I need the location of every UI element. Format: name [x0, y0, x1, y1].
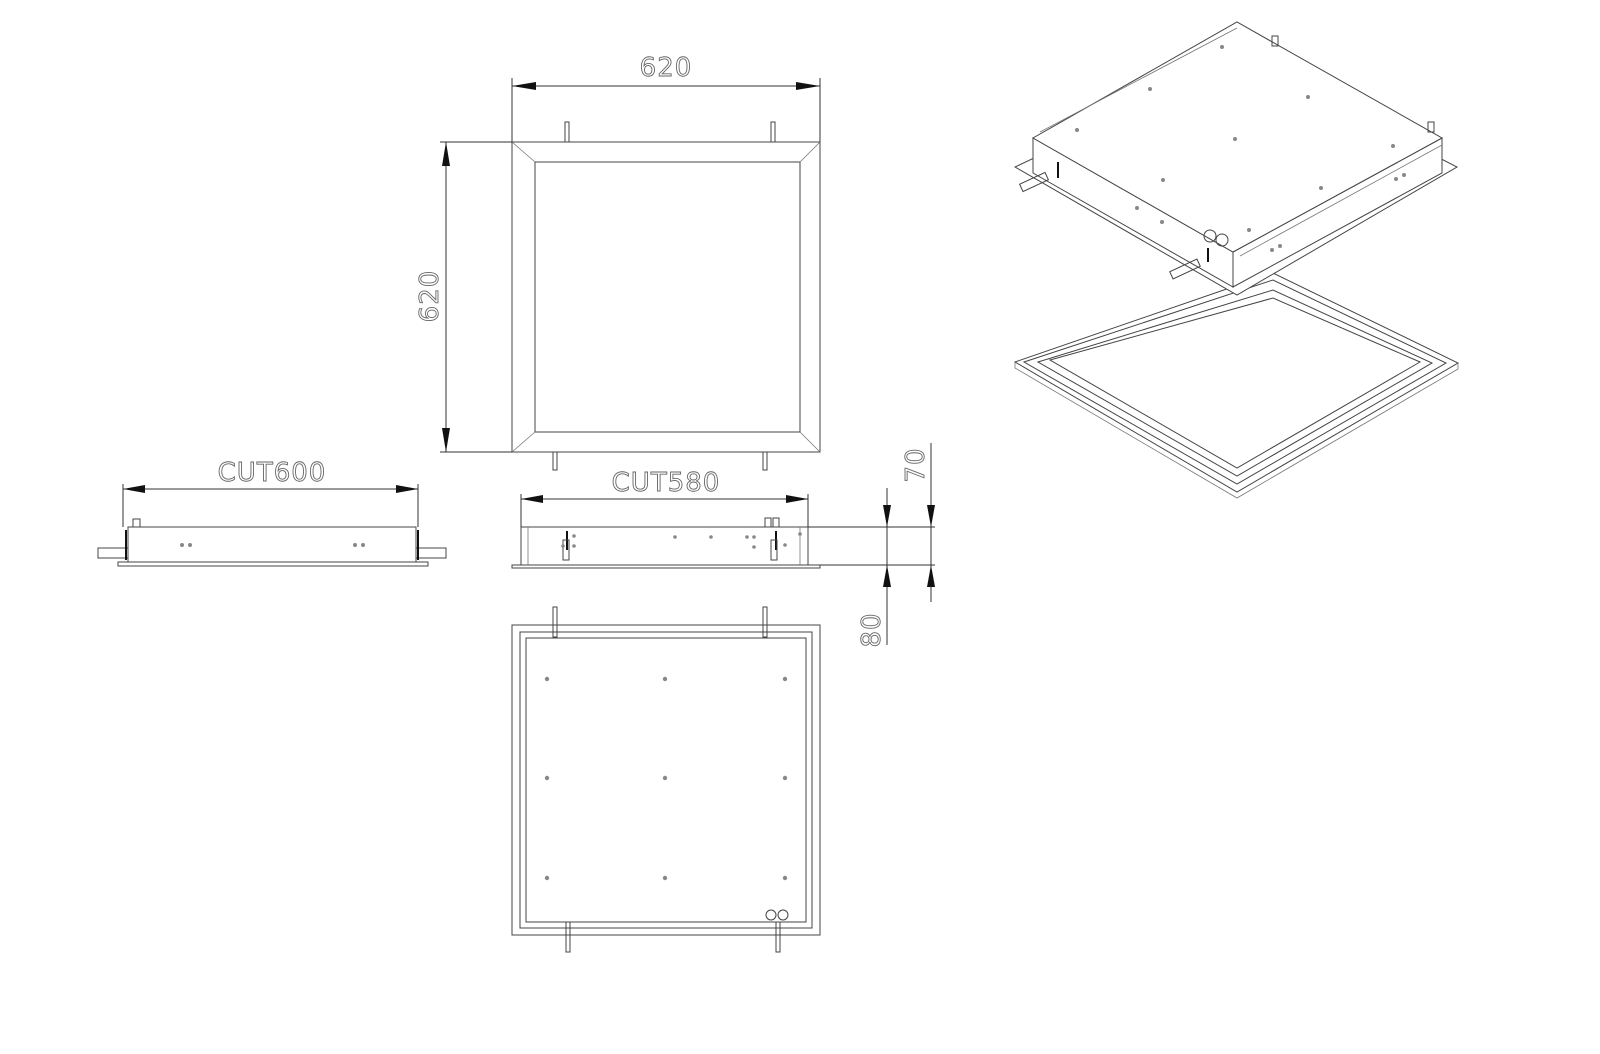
dimension-label-cut600: CUT600: [218, 458, 327, 488]
dimension-top-width: 620: [511, 53, 821, 142]
dimension-label-top-width: 620: [640, 53, 693, 83]
dimension-label-cut580: CUT580: [612, 468, 721, 498]
dimension-top-height: 620: [415, 141, 512, 453]
mounting-hole: [662, 775, 668, 781]
dimension-height-70: 70: [901, 443, 935, 602]
mounting-hole: [544, 676, 550, 682]
top-view: 620 620: [415, 53, 821, 471]
isometric-view: [1013, 21, 1460, 499]
mounting-hole: [662, 875, 668, 881]
dimension-label-80: 80: [857, 612, 887, 647]
dimension-cut580: CUT580: [520, 468, 809, 527]
mounting-hole: [662, 676, 668, 682]
mounting-hole: [544, 775, 550, 781]
mounting-hole: [782, 875, 788, 881]
dimension-cut600: CUT600: [122, 458, 419, 527]
mounting-hole: [782, 676, 788, 682]
bottom-view: [511, 606, 821, 953]
side-view-middle: CUT580 80 70: [511, 443, 935, 648]
dimension-label-top-height: 620: [415, 270, 445, 323]
dimension-label-70: 70: [901, 447, 931, 482]
dimension-height-80: 80: [857, 488, 891, 648]
mounting-hole: [782, 775, 788, 781]
mounting-hole: [544, 875, 550, 881]
side-view-left: CUT600: [97, 458, 447, 567]
